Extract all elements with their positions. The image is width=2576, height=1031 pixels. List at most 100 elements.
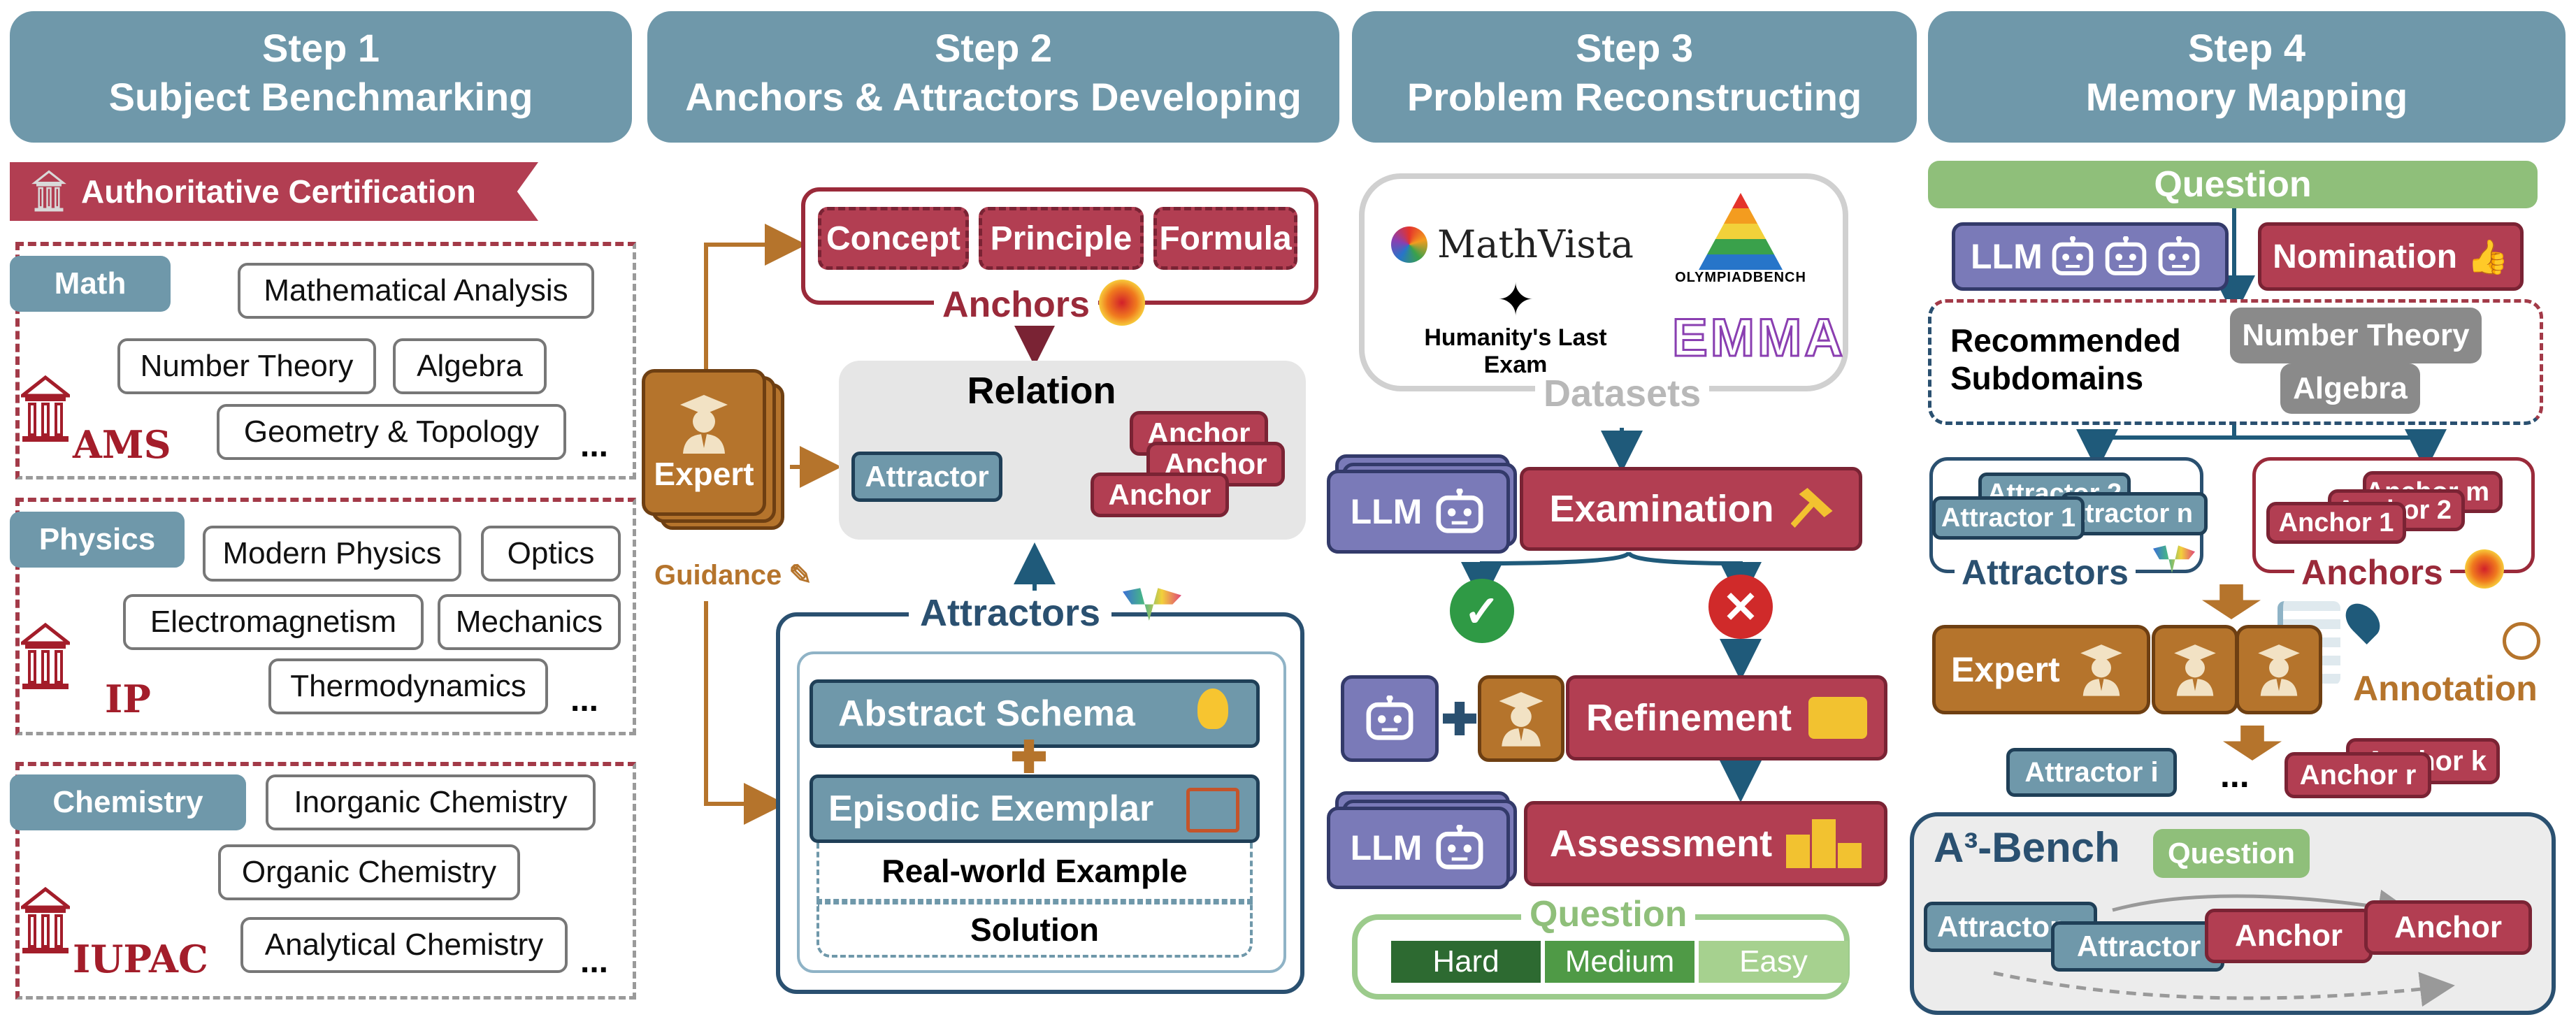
topic-pill: Mechanics xyxy=(438,594,621,650)
difficulty-medium: Medium xyxy=(1545,941,1694,983)
emma-name: EMMA xyxy=(1671,308,1846,369)
examination-box: Examination xyxy=(1520,467,1862,551)
expert-label: Expert xyxy=(1951,650,2060,689)
attractors-label: Attractors xyxy=(1955,552,2136,593)
olympiadbench-logo: OlympiadBench xyxy=(1664,193,1818,286)
org-label: IP xyxy=(105,677,151,721)
scholar-icon xyxy=(2171,642,2219,698)
difficulty-easy: Easy xyxy=(1699,941,1848,983)
bench-anchor: Anchor xyxy=(2364,900,2532,955)
refiner-expert xyxy=(1478,675,1564,762)
llm-assessor: LLM xyxy=(1327,807,1510,889)
attractors-label: Attractors xyxy=(909,591,1112,635)
a3-bench-title: A³-Bench xyxy=(1934,824,2120,871)
anchor-r: Anchor r xyxy=(2284,752,2431,798)
llm-label: LLM xyxy=(1971,237,2043,276)
topic-pill: Modern Physics xyxy=(203,526,461,582)
abstract-schema-label: Abstract Schema xyxy=(838,693,1135,734)
mathvista-icon xyxy=(1391,226,1427,263)
olympiadbench-name: OlympiadBench xyxy=(1675,270,1806,285)
difficulty-hard: Hard xyxy=(1391,941,1541,983)
real-world-example-box: Real-world Example xyxy=(816,843,1253,902)
more-ellipsis: ... xyxy=(570,682,599,719)
question-label: Question xyxy=(1521,893,1696,935)
llm-label: LLM xyxy=(1350,492,1423,531)
iupac-logo-icon xyxy=(21,886,70,956)
topic-pill: Analytical Chemistry xyxy=(240,917,568,973)
certification-banner: Authoritative Certification xyxy=(10,162,538,221)
flowchart-icon xyxy=(1186,788,1239,832)
step-title: Memory Mapping xyxy=(2085,75,2408,119)
relation-title: Relation xyxy=(967,370,1116,412)
physics-group xyxy=(15,498,636,735)
cross-icon: ✕ xyxy=(1708,575,1773,639)
gavel-icon xyxy=(1790,488,1833,528)
robot-icon xyxy=(2103,236,2149,277)
bench-anchor: Anchor xyxy=(2205,909,2373,963)
topic-pill: Algebra xyxy=(393,338,547,394)
mathvista-logo: MathVista xyxy=(1391,222,1634,266)
institution-icon xyxy=(33,170,65,213)
nomination-box: Nomination 👍 xyxy=(2258,222,2524,291)
examination-label: Examination xyxy=(1549,488,1774,530)
topic-pill: Mathematical Analysis xyxy=(238,263,594,319)
attractor-i: Attractor i xyxy=(2006,748,2177,797)
expert-annotator xyxy=(2152,625,2238,714)
anchor-card: Anchor 1 xyxy=(2266,502,2406,544)
lightbulb-icon xyxy=(1197,688,1228,729)
bench-attractor: Attractor xyxy=(1924,902,2097,952)
topic-pill: Geometry & Topology xyxy=(217,404,566,460)
math-group xyxy=(15,242,636,480)
robot-icon xyxy=(1433,825,1486,871)
chemistry-group xyxy=(15,762,636,1000)
ams-logo-icon xyxy=(21,375,70,445)
step-title: Subject Benchmarking xyxy=(108,75,533,119)
topic-pill: Organic Chemistry xyxy=(218,844,520,900)
subdomain-pill: Number Theory xyxy=(2230,308,2482,363)
cursor-icon xyxy=(2503,622,2540,660)
scholar-icon xyxy=(2254,642,2303,698)
llm-label: LLM xyxy=(1350,828,1423,867)
ellipsis: ... xyxy=(2220,756,2250,795)
expert-card: Expert xyxy=(642,369,766,516)
episodic-exemplar-box: Episodic Exemplar xyxy=(810,774,1260,843)
math-tag: Math xyxy=(10,256,171,312)
topic-pill: Number Theory xyxy=(117,338,376,394)
topic-pill: Inorganic Chemistry xyxy=(266,774,596,830)
scholar-icon xyxy=(2077,642,2126,698)
anchors-label: Anchors xyxy=(2294,552,2450,593)
step-label: Step 2 xyxy=(934,26,1053,70)
guidance-label: Guidance ✎ xyxy=(654,559,812,591)
nominator-llm: LLM xyxy=(1952,222,2229,291)
llm-examiner: LLM xyxy=(1327,470,1510,554)
pen-icon: ✎ xyxy=(789,560,812,591)
bench-question: Question xyxy=(2153,829,2310,878)
step-title: Anchors & Attractors Developing xyxy=(685,75,1302,119)
topic-pill: Optics xyxy=(481,526,621,582)
step-label: Step 4 xyxy=(2187,26,2306,70)
nomination-label: Nomination xyxy=(2273,238,2458,275)
org-label: IUPAC xyxy=(73,937,208,981)
sparkle-icon: ✦ xyxy=(1497,275,1534,325)
attractors-inner xyxy=(797,651,1286,973)
step3-header: Step 3 Problem Reconstructing xyxy=(1352,11,1917,143)
solution-box: Solution xyxy=(816,902,1253,958)
subdomain-pill: Algebra xyxy=(2280,363,2420,414)
ip-logo-icon xyxy=(21,622,70,692)
step-label: Step 1 xyxy=(261,26,380,70)
datasets-label: Datasets xyxy=(1535,372,1710,415)
expert-annotator: Expert xyxy=(1932,625,2150,714)
org-label: AMS xyxy=(73,422,171,467)
pin-icon xyxy=(2339,597,2387,644)
pyramid-icon xyxy=(1699,193,1783,270)
relation-anchor: Anchor xyxy=(1091,473,1229,517)
refinement-box: Refinement xyxy=(1566,675,1887,760)
step-title: Problem Reconstructing xyxy=(1406,75,1862,119)
down-arrow-icon xyxy=(2202,584,2261,619)
attractor-card: Attractor 1 xyxy=(1932,496,2085,540)
anchor-principle: Principle xyxy=(979,207,1144,270)
robot-icon xyxy=(2156,236,2202,277)
expert-label: Expert xyxy=(654,456,754,492)
step2-header: Step 2 Anchors & Attractors Developing xyxy=(647,11,1339,143)
solution-label: Solution xyxy=(970,911,1099,948)
